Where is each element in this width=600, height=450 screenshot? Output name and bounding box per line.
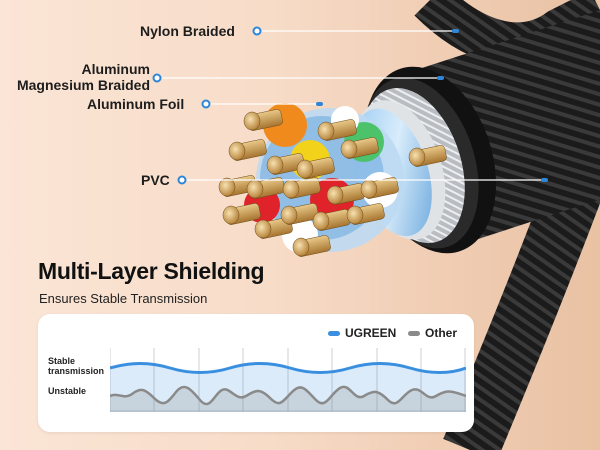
legend-ugreen: UGREEN bbox=[328, 326, 396, 340]
legend-other: Other bbox=[408, 326, 457, 340]
legend-label: Other bbox=[425, 326, 458, 340]
callout-nylon-braided: Nylon Braided bbox=[140, 23, 235, 39]
series-line-other bbox=[110, 385, 466, 406]
callout-aluminum-foil: Aluminum Foil bbox=[87, 96, 185, 112]
axis-label-unstable: Unstable bbox=[48, 386, 87, 396]
legend-label: UGREEN bbox=[345, 326, 397, 340]
callout-dot-icon bbox=[152, 26, 262, 185]
callout-pvc: PVC bbox=[141, 172, 170, 188]
callout-aluminum-magnesium-braided: Aluminum Magnesium Braided bbox=[16, 61, 150, 93]
axis-label-stable: Stable transmission bbox=[48, 356, 105, 376]
signal-comparison-panel: UGREEN Other Stable transmission Unstabl… bbox=[38, 314, 474, 432]
signal-waveform-plot bbox=[110, 348, 466, 412]
page-subtitle: Ensures Stable Transmission bbox=[39, 291, 208, 306]
legend-swatch-icon bbox=[328, 330, 340, 336]
legend-swatch-icon bbox=[408, 330, 420, 336]
series-line-ugreen bbox=[110, 362, 466, 374]
page-title: Multi-Layer Shielding bbox=[38, 258, 265, 284]
